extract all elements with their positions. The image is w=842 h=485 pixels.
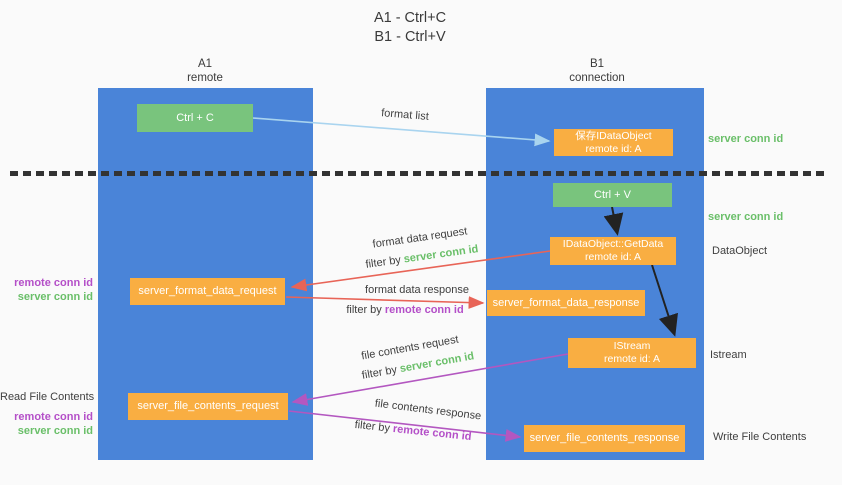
filter-by-text: filter by [360, 363, 401, 382]
server-conn-id-text: server conn id [402, 243, 480, 266]
title-line-ctrl-v: B1 - Ctrl+V [374, 29, 446, 45]
right-server-conn-id-label-2: server conn id [708, 211, 784, 223]
filter-by-text: filter by [354, 418, 394, 435]
save-idataobject-box: 保存IDataObject remote id: A [554, 129, 673, 156]
idataobject-getdata-title: IDataObject::GetData [562, 238, 664, 250]
server-format-data-request-box: server_format_data_request [130, 278, 285, 305]
format-list-label: format list [380, 107, 430, 123]
column-header-b1: B1 connection [542, 57, 652, 85]
dataobject-label: DataObject [712, 245, 768, 257]
istream-remote-id: remote id: A [603, 353, 661, 365]
format-data-response-label: format data response [365, 284, 469, 296]
column-b1-name: B1 [589, 58, 605, 70]
left-remote-conn-id-label-2: remote conn id [14, 411, 93, 423]
filter-by-text: filter by [364, 253, 405, 271]
server-file-contents-request-box: server_file_contents_request [128, 393, 288, 420]
istream-title: IStream [613, 340, 651, 352]
column-a1-name: A1 [197, 58, 213, 70]
filter-by-text: filter by [346, 304, 385, 316]
remote-conn-id-text: remote conn id [384, 304, 464, 316]
ctrl-c-action-box: Ctrl + C [137, 104, 253, 132]
right-server-conn-id-label-1: server conn id [708, 133, 784, 145]
save-idataobject-title: 保存IDataObject [575, 129, 652, 142]
phase-separator-dotted-line [10, 171, 825, 176]
left-server-conn-id-label-1: server conn id [17, 291, 93, 303]
left-server-conn-id-label-2: server conn id [17, 425, 93, 437]
format-data-response-arrow [285, 296, 485, 309]
title-line-ctrl-c: A1 - Ctrl+C [373, 10, 447, 26]
idataobject-getdata-remote-id: remote id: A [584, 251, 642, 263]
server-format-data-response-box: server_format_data_response [487, 290, 645, 316]
save-idataobject-remote-id: remote id: A [585, 142, 642, 155]
column-a1-role: remote [187, 72, 223, 84]
left-remote-conn-id-label-1: remote conn id [14, 277, 93, 289]
column-header-a1: A1 remote [150, 57, 260, 85]
remote-conn-id-text: remote conn id [392, 422, 472, 444]
istream-label: Istream [710, 349, 747, 361]
column-b1-role: connection [569, 72, 625, 84]
write-file-contents-label: Write File Contents [713, 431, 807, 443]
file-contents-response-label: file contents response [374, 397, 482, 423]
diagram-title: A1 - Ctrl+C B1 - Ctrl+V [310, 9, 510, 47]
filter-by-remote-conn-id-label-1: filter by remote conn id [346, 304, 463, 316]
server-file-contents-response-box: server_file_contents_response [524, 425, 685, 452]
istream-box: IStream remote id: A [568, 338, 696, 368]
idataobject-getdata-box: IDataObject::GetData remote id: A [550, 237, 676, 265]
read-file-contents-label: Read File Contents [0, 391, 95, 403]
ctrl-v-action-box: Ctrl + V [553, 183, 672, 207]
filter-by-remote-conn-id-label-2: filter by remote conn id [354, 419, 472, 443]
